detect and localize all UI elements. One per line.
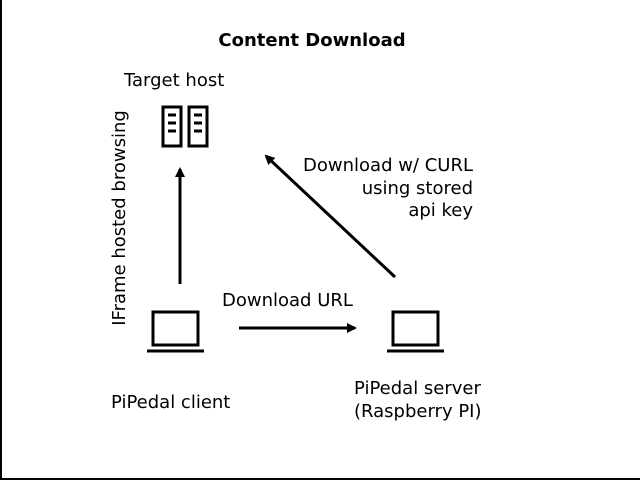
target-host-label: Target host: [124, 70, 225, 91]
client-label: PiPedal client: [111, 392, 231, 413]
iframe-browsing-label: IFrame hosted browsing: [108, 110, 130, 326]
download-url-label: Download URL: [222, 290, 353, 311]
server-label-line-2: (Raspberry PI): [354, 400, 482, 422]
server-label: PiPedal server (Raspberry PI): [354, 378, 482, 423]
curl-download-label: Download w/ CURL using stored api key: [303, 155, 473, 223]
client-laptop-icon: [147, 310, 204, 353]
server-laptop-icon: [387, 310, 444, 353]
diagram-title: Content Download: [218, 30, 406, 51]
curl-label-line-1: Download w/ CURL: [303, 155, 473, 176]
server-icon: [161, 105, 209, 148]
curl-label-line-3: api key: [408, 200, 473, 221]
arrow-server-to-target: [264, 154, 397, 279]
curl-label-line-2: using stored: [361, 177, 473, 199]
server-label-line-1: PiPedal server: [354, 378, 481, 399]
